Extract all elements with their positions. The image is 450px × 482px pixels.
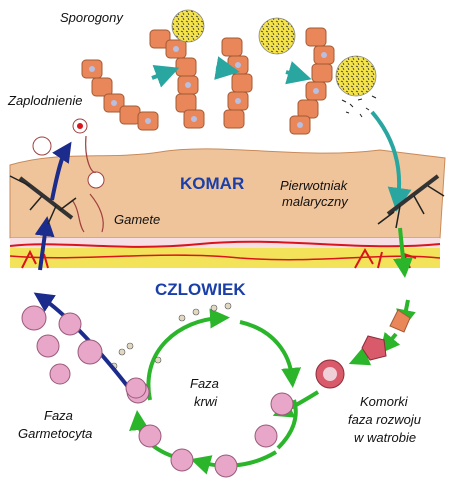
- label-komar: KOMAR: [180, 174, 245, 193]
- gametocyte-cells: [21, 305, 147, 399]
- skin-layer: [9, 148, 446, 269]
- label-komorki-2: faza rozwoju: [348, 412, 421, 427]
- label-gamete: Gamete: [114, 212, 161, 227]
- sporogony-arrows: [151, 56, 412, 212]
- mosquito-left-icon: [9, 175, 77, 225]
- oocyst-spheres: [171, 9, 377, 97]
- label-faza-garmetocyta-2: Garmetocyta: [18, 426, 93, 441]
- label-faza-garmetocyta-1: Faza: [44, 408, 73, 423]
- label-faza-krwi-1: Faza: [190, 376, 219, 391]
- label-czlowiek: CZLOWIEK: [155, 280, 246, 299]
- sporogony-cell-chains: [81, 27, 335, 135]
- label-zaplodnienie: Zaplodnienie: [8, 93, 83, 108]
- label-pierwotniak-1: Pierwotniak: [280, 178, 348, 193]
- sporozoites: [341, 95, 377, 118]
- blood-phase-cycle: [129, 308, 320, 475]
- blood-cells: [126, 380, 294, 478]
- label-pierwotniak-2: malaryczny: [282, 194, 348, 209]
- merozoites: [110, 302, 232, 370]
- cell-nuclei: [89, 46, 327, 128]
- fertilisation-stages: [32, 118, 105, 233]
- label-sporogony: Sporogony: [60, 10, 123, 25]
- label-komorki-1: Komorki: [360, 394, 408, 409]
- liver-phase-cells: [315, 309, 411, 389]
- mosquito-right-icon: [377, 174, 445, 229]
- label-faza-krwi-2: krwi: [194, 394, 218, 409]
- label-komorki-3: w watrobie: [354, 430, 417, 445]
